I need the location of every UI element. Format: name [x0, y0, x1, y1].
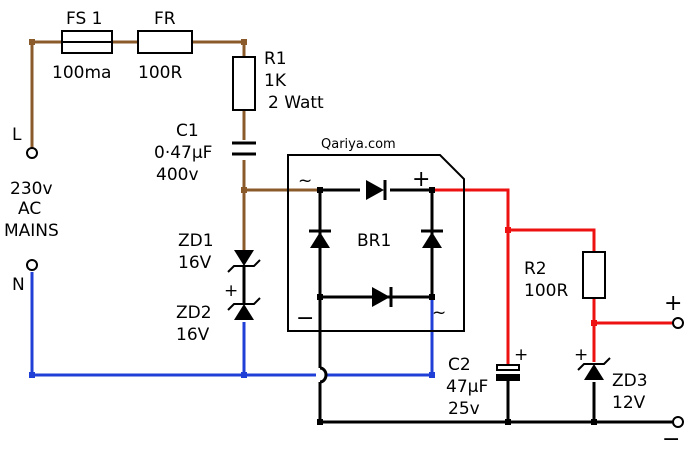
c2-label: C2: [448, 355, 471, 375]
zd3-plus: +: [574, 345, 588, 365]
bridge-ac-top: ~: [298, 171, 312, 191]
resistor-fr: [137, 30, 193, 54]
zd2-label: ZD2: [176, 303, 212, 323]
r2-label: R2: [524, 259, 547, 279]
junction-dots: [29, 39, 597, 425]
mains-ac: AC: [18, 199, 41, 219]
ground-wiring: [318, 188, 678, 424]
zd2-value: 16V: [176, 325, 210, 345]
terminal-negative-out: [672, 416, 684, 428]
fr-value: 100R: [138, 63, 182, 83]
r2-value: 100R: [524, 281, 568, 301]
fs1-label: FS 1: [66, 9, 103, 29]
live-label: L: [12, 125, 22, 145]
r1-label: R1: [264, 49, 287, 69]
zener-diode-zd2: [227, 296, 261, 320]
bridge-plus: +: [412, 167, 430, 192]
c1-label: C1: [176, 121, 199, 141]
c1-value: 0·47µF: [154, 143, 212, 163]
c2-value: 47µF: [446, 377, 488, 397]
zener-diode-zd3: [577, 357, 611, 380]
zd3-label: ZD3: [612, 371, 648, 391]
terminal-neutral: [26, 259, 38, 271]
bridge-rectifier-br1: [287, 154, 465, 332]
mains-text: MAINS: [4, 221, 59, 241]
zd1-label: ZD1: [178, 231, 214, 251]
fs1-value: 100ma: [52, 63, 111, 83]
zd3-value: 12V: [612, 393, 646, 413]
terminal-positive-out: [672, 317, 684, 329]
bridge-minus: −: [296, 306, 314, 331]
positive-wiring: [432, 188, 678, 365]
c1-voltage: 400v: [156, 165, 199, 185]
bridge-diode-left: [309, 229, 331, 248]
capacitor-c1: [232, 141, 256, 156]
r1-value: 1K: [264, 71, 287, 91]
neutral-label: N: [12, 275, 25, 295]
c2-voltage: 25v: [448, 399, 480, 419]
bridge-diode-top: [366, 180, 387, 200]
resistor-r1: [232, 56, 256, 111]
r1-power: 2 Watt: [268, 93, 324, 113]
resistor-r2: [582, 251, 606, 299]
capacitor-c2: [496, 364, 520, 381]
bridge-diode-right: [421, 229, 443, 248]
zener-diode-zd1: [227, 250, 261, 296]
br1-label: BR1: [357, 231, 391, 251]
mains-voltage: 230v: [10, 179, 53, 199]
output-minus: −: [662, 427, 680, 452]
zd2-plus: +: [224, 281, 238, 301]
bridge-ac-bottom: ~: [432, 303, 446, 323]
fr-label: FR: [154, 9, 176, 29]
brand-text: Qariya.com: [321, 137, 396, 152]
zd1-value: 16V: [178, 253, 212, 273]
output-plus: +: [664, 291, 682, 316]
terminal-live: [26, 147, 38, 159]
bridge-diode-bottom: [372, 287, 393, 307]
c2-plus: +: [514, 345, 528, 365]
